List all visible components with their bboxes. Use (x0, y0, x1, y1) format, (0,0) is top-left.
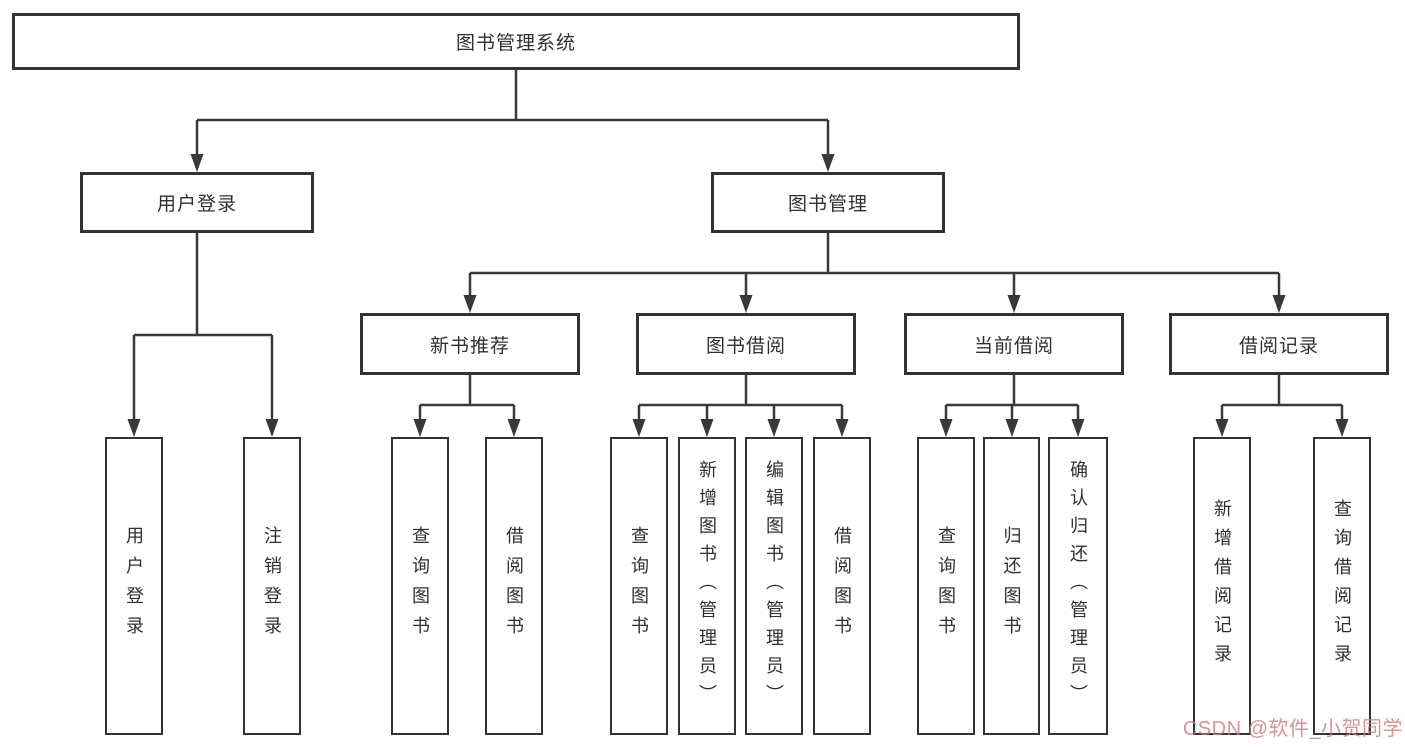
arrowhead-leaf-query-book-1 (413, 419, 427, 437)
leaf-borrow-book-1: 借阅图书 (485, 437, 543, 735)
arrowhead-leaf-borrow-book-1 (507, 419, 521, 437)
arrowheads (127, 154, 1349, 437)
connector-user-login-to-leaves (132, 233, 274, 423)
node-current-borrow: 当前借阅 (904, 313, 1124, 375)
leaf-edit-book-admin: 编辑图书（管理员） (745, 437, 803, 735)
node-book-borrow: 图书借阅 (636, 313, 856, 375)
connector-current-borrow-to-leaves (944, 375, 1080, 423)
arrowhead-leaf-return-book (1005, 419, 1019, 437)
node-new-book-recommend: 新书推荐 (360, 313, 580, 375)
arrowhead-current-borrow (1007, 295, 1021, 313)
connector-root-to-level2 (195, 70, 830, 158)
connector-book-borrow-to-leaves (637, 375, 844, 423)
node-library-management-system: 图书管理系统 (12, 13, 1020, 70)
arrowhead-new-book-recommend (463, 295, 477, 313)
node-book-management: 图书管理 (711, 172, 945, 233)
leaf-add-borrow-record: 新增借阅记录 (1193, 437, 1251, 735)
leaf-return-book: 归还图书 (983, 437, 1040, 735)
connector-borrow-record-to-leaves (1220, 375, 1344, 423)
arrowhead-leaf-query-book-3 (939, 419, 953, 437)
arrowhead-leaf-add-borrow-record (1215, 419, 1229, 437)
leaf-query-book-2: 查询图书 (610, 437, 668, 735)
leaf-borrow-book-2: 借阅图书 (813, 437, 871, 735)
arrowhead-leaf-borrow-book-2 (835, 419, 849, 437)
leaf-query-book-3: 查询图书 (917, 437, 975, 735)
leaf-query-borrow-record: 查询借阅记录 (1313, 437, 1371, 735)
leaf-user-login: 用户登录 (105, 437, 163, 735)
arrowhead-leaf-query-borrow-record (1335, 419, 1349, 437)
arrowhead-leaf-confirm-return (1071, 419, 1085, 437)
arrowhead-book-borrow (739, 295, 753, 313)
arrowhead-leaf-add-book (700, 419, 714, 437)
node-borrow-record: 借阅记录 (1169, 313, 1389, 375)
connector-new-book-recommend-to-leaves (418, 375, 516, 423)
arrowhead-leaf-query-book-2 (632, 419, 646, 437)
leaf-query-book-1: 查询图书 (391, 437, 449, 735)
leaf-logout: 注销登录 (243, 437, 301, 735)
arrowhead-borrow-record (1272, 295, 1286, 313)
arrowhead-leaf-logout (265, 419, 279, 437)
arrowhead-user-login (190, 154, 204, 172)
node-user-login: 用户登录 (80, 172, 314, 233)
connector-book-mgmt-to-level3 (468, 233, 1281, 299)
leaf-confirm-return-admin: 确认归还（管理员） (1048, 437, 1108, 735)
leaf-add-book-admin: 新增图书（管理员） (678, 437, 736, 735)
arrowhead-leaf-edit-book (767, 419, 781, 437)
arrowhead-leaf-user-login (127, 419, 141, 437)
arrowhead-book-mgmt (821, 154, 835, 172)
